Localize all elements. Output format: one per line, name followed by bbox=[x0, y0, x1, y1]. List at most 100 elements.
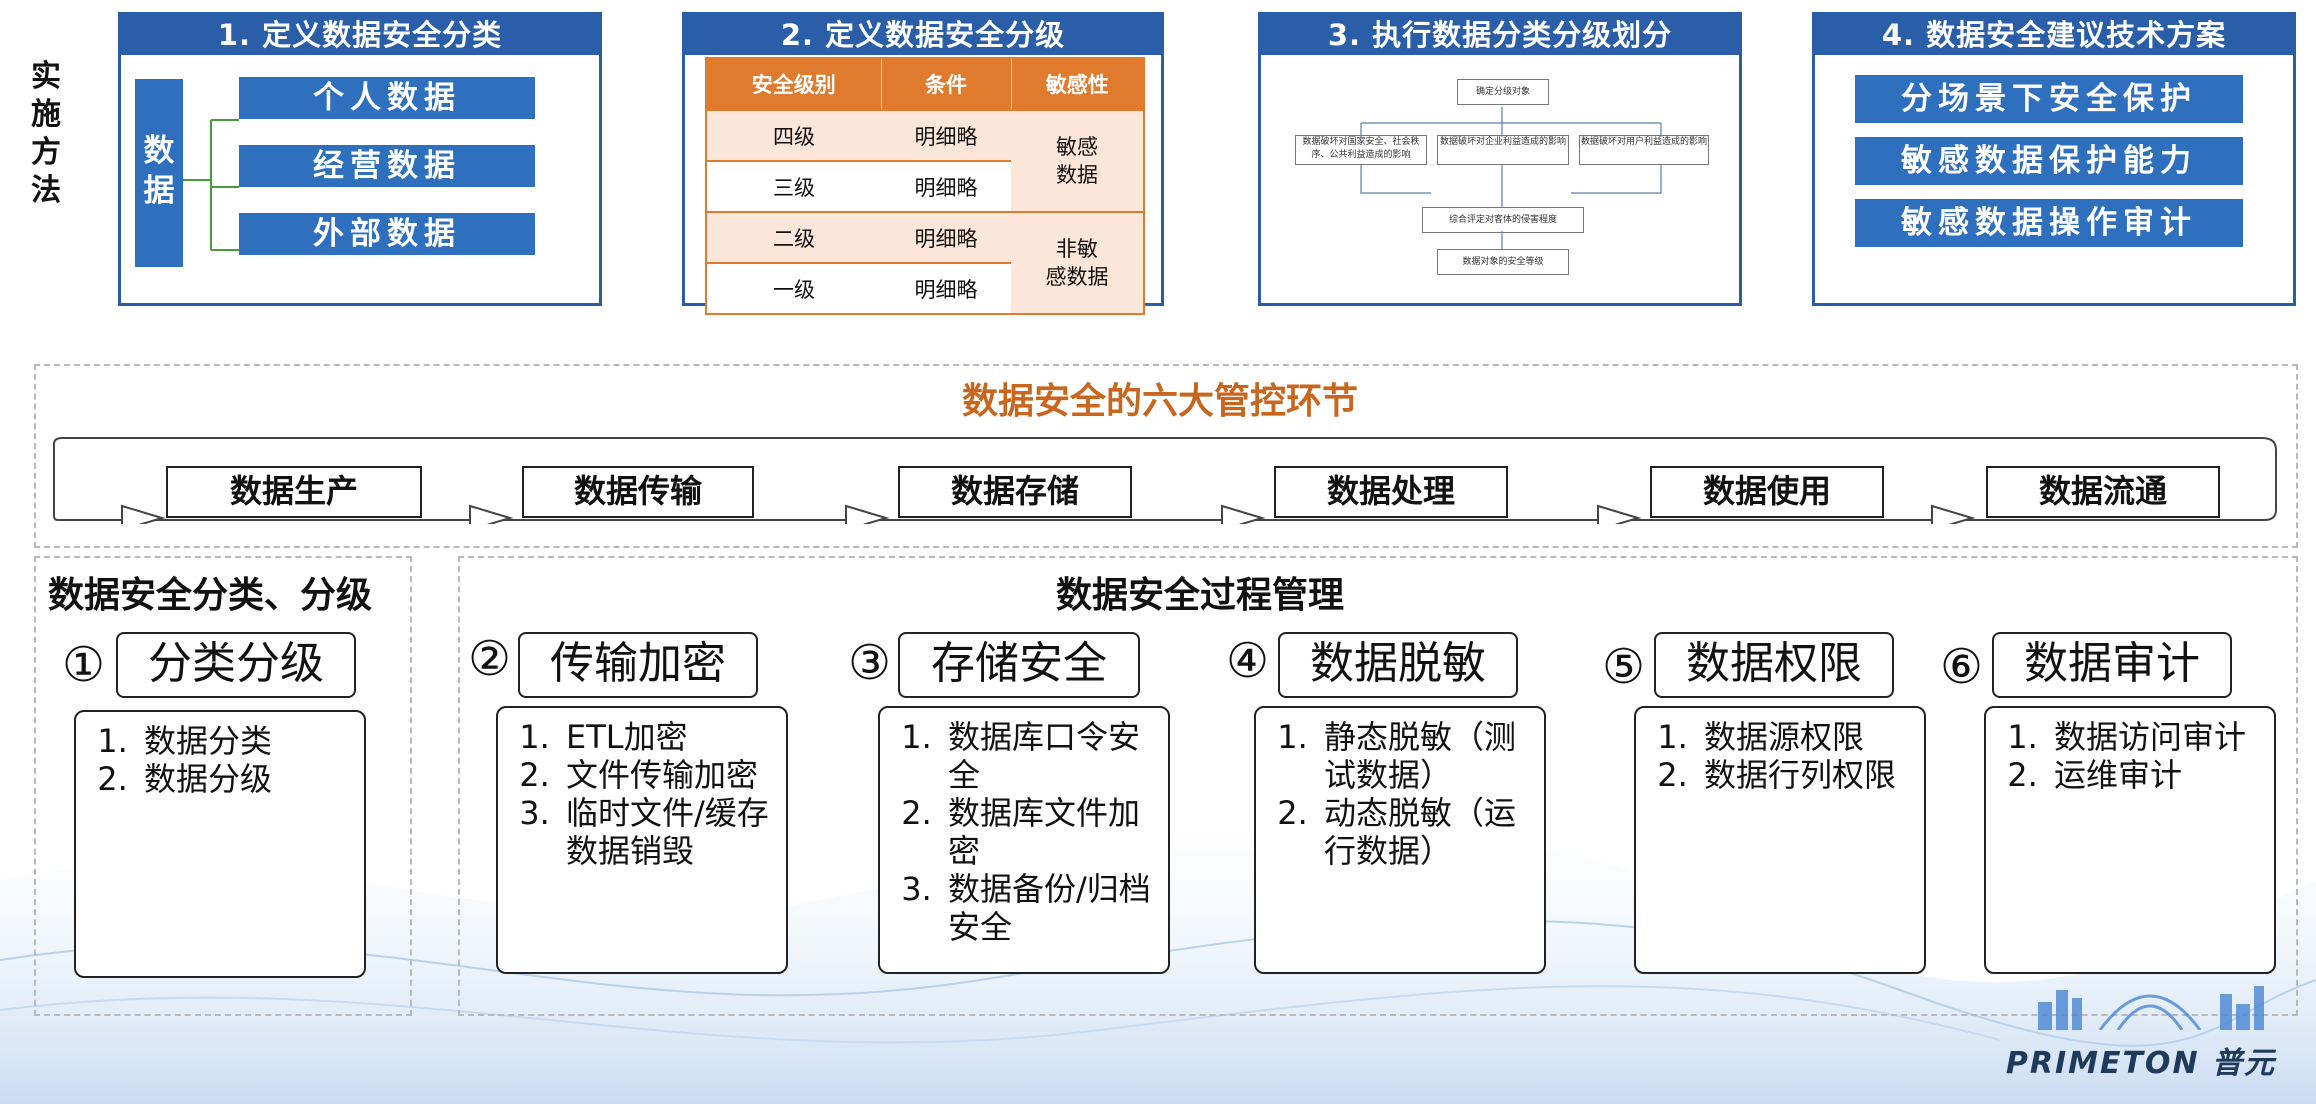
solution-item: 分场景下安全保护 bbox=[1855, 75, 2243, 123]
solution-item: 敏感数据操作审计 bbox=[1855, 199, 2243, 247]
side-label-char: 实 bbox=[31, 59, 61, 94]
level-cell: 一级 bbox=[706, 262, 881, 314]
process-card: 数据访问审计 运维审计 bbox=[1984, 706, 2276, 974]
panel-title: 2. 定义数据安全分级 bbox=[685, 15, 1161, 55]
grade-table: 安全级别 条件 敏感性 四级 明细略 敏感 数据 三级 明细略 二级 明细略 非… bbox=[705, 57, 1145, 315]
flow-node-enterprise: 数据破坏对企业利益造成的影响 bbox=[1437, 135, 1569, 165]
panel-tech-solution: 4. 数据安全建议技术方案 分场景下安全保护 敏感数据保护能力 敏感数据操作审计 bbox=[1812, 12, 2296, 306]
process-section-title: 数据安全过程管理 bbox=[1055, 575, 1344, 616]
category-personal-data: 个人数据 bbox=[239, 77, 535, 119]
grade-table-header: 安全级别 条件 敏感性 bbox=[706, 58, 1145, 110]
condition-cell: 明细略 bbox=[881, 262, 1011, 314]
step-number: ④ bbox=[1226, 633, 1270, 689]
process-label-transmission-encryption: 传输加密 bbox=[518, 632, 758, 698]
header-cell: 安全级别 bbox=[706, 58, 882, 110]
level-cell: 二级 bbox=[706, 211, 881, 263]
step-number: ⑥ bbox=[1940, 639, 1984, 695]
list-item: ETL加密 bbox=[560, 718, 770, 756]
flow-node-result: 数据对象的安全等级 bbox=[1437, 249, 1569, 275]
panel-title: 3. 执行数据分类分级划分 bbox=[1261, 15, 1739, 55]
panel-title: 4. 数据安全建议技术方案 bbox=[1815, 15, 2293, 55]
tree-connector-lines bbox=[183, 119, 239, 251]
classify-section-title: 数据安全分类、分级 bbox=[48, 575, 373, 616]
level-cell: 四级 bbox=[706, 109, 881, 161]
city-skyline-icon bbox=[2038, 986, 2264, 1030]
stage-transmission: 数据传输 bbox=[522, 466, 754, 518]
classify-list: 数据分类 数据分级 bbox=[94, 722, 348, 798]
process-card: 静态脱敏（测试数据） 动态脱敏（运行数据） bbox=[1254, 706, 1546, 974]
list-item: 数据库文件加密 bbox=[942, 794, 1152, 870]
table-row: 一级 明细略 bbox=[706, 262, 1144, 314]
panel-title: 1. 定义数据安全分类 bbox=[121, 15, 599, 55]
method-side-label: 实 施 方 法 bbox=[26, 58, 66, 210]
list-item: 数据行列权限 bbox=[1698, 756, 1908, 794]
process-label-permissions: 数据权限 bbox=[1654, 632, 1894, 698]
category-external-data: 外部数据 bbox=[239, 213, 535, 255]
step-number: ⑤ bbox=[1602, 639, 1646, 695]
process-list: 数据库口令安全 数据库文件加密 数据备份/归档安全 bbox=[898, 718, 1152, 946]
classify-label: 分类分级 bbox=[116, 632, 356, 698]
panel-classification: 1. 定义数据安全分类 数 据 个人数据 经营数据 外部数据 bbox=[118, 12, 602, 306]
classification-root: 数 据 bbox=[135, 79, 183, 267]
list-item: 文件传输加密 bbox=[560, 756, 770, 794]
header-cell: 敏感性 bbox=[1011, 58, 1145, 110]
process-card: 数据库口令安全 数据库文件加密 数据备份/归档安全 bbox=[878, 706, 1170, 974]
stage-usage: 数据使用 bbox=[1650, 466, 1884, 518]
stage-circulation: 数据流通 bbox=[1986, 466, 2220, 518]
condition-cell: 明细略 bbox=[881, 109, 1011, 161]
condition-cell: 明细略 bbox=[881, 160, 1011, 212]
condition-cell: 明细略 bbox=[881, 211, 1011, 263]
flow-node-user: 数据破坏对用户利益造成的影响 bbox=[1579, 135, 1709, 165]
six-stages-title: 数据安全的六大管控环节 bbox=[961, 381, 1358, 422]
table-row: 四级 明细略 敏感 数据 bbox=[706, 109, 1144, 212]
panel-grading: 2. 定义数据安全分级 安全级别 条件 敏感性 四级 明细略 敏感 数据 三级 … bbox=[682, 12, 1164, 315]
sensitivity-cell: 敏感 数据 bbox=[1011, 109, 1144, 212]
stage-processing: 数据处理 bbox=[1274, 466, 1508, 518]
list-item: 数据库口令安全 bbox=[942, 718, 1152, 794]
process-card: 数据源权限 数据行列权限 bbox=[1634, 706, 1926, 974]
step-number: ③ bbox=[848, 635, 892, 691]
side-label-char: 方 bbox=[31, 135, 61, 170]
list-item: 数据分类 bbox=[138, 722, 348, 760]
solution-item: 敏感数据保护能力 bbox=[1855, 137, 2243, 185]
process-list: 数据源权限 数据行列权限 bbox=[1654, 718, 1908, 794]
side-label-char: 施 bbox=[31, 97, 61, 132]
category-business-data: 经营数据 bbox=[239, 145, 535, 187]
process-card: ETL加密 文件传输加密 临时文件/缓存数据销毁 bbox=[496, 706, 788, 974]
list-item: 动态脱敏（运行数据） bbox=[1318, 794, 1528, 870]
classify-section bbox=[34, 556, 412, 1016]
list-item: 数据分级 bbox=[138, 760, 348, 798]
process-list: 静态脱敏（测试数据） 动态脱敏（运行数据） bbox=[1274, 718, 1528, 870]
process-label-audit: 数据审计 bbox=[1992, 632, 2232, 698]
stage-production: 数据生产 bbox=[166, 466, 422, 518]
table-row: 三级 明细略 bbox=[706, 160, 1144, 212]
flowchart-connectors bbox=[1360, 107, 1662, 249]
list-item: 静态脱敏（测试数据） bbox=[1318, 718, 1528, 794]
flow-node-start: 确定分级对象 bbox=[1457, 79, 1549, 105]
list-item: 运维审计 bbox=[2048, 756, 2258, 794]
classify-card: 数据分类 数据分级 bbox=[74, 710, 366, 978]
step-number: ② bbox=[468, 631, 512, 687]
process-list: 数据访问审计 运维审计 bbox=[2004, 718, 2258, 794]
step-number: ① bbox=[62, 637, 106, 693]
flow-node-evaluate: 综合评定对客体的侵害程度 bbox=[1422, 207, 1584, 233]
process-section bbox=[458, 556, 2298, 1016]
six-stages-section bbox=[34, 364, 2298, 548]
process-list: ETL加密 文件传输加密 临时文件/缓存数据销毁 bbox=[516, 718, 770, 870]
list-item: 临时文件/缓存数据销毁 bbox=[560, 794, 770, 870]
process-label-storage-security: 存储安全 bbox=[898, 632, 1140, 698]
table-row: 二级 明细略 非敏 感数据 bbox=[706, 211, 1144, 314]
side-label-char: 法 bbox=[31, 173, 61, 208]
process-label-masking: 数据脱敏 bbox=[1278, 632, 1518, 698]
list-item: 数据源权限 bbox=[1698, 718, 1908, 756]
list-item: 数据备份/归档安全 bbox=[942, 870, 1152, 946]
brand-logo: PRIMETON 普元 bbox=[2005, 1046, 2276, 1081]
header-cell: 条件 bbox=[881, 58, 1012, 110]
panel-execution: 3. 执行数据分类分级划分 确定分级对象 数据破坏对国家安全、社会秩序、公共利益… bbox=[1258, 12, 1742, 306]
sensitivity-cell: 非敏 感数据 bbox=[1011, 211, 1144, 314]
stage-flow-track bbox=[53, 437, 2277, 524]
level-cell: 三级 bbox=[706, 160, 881, 212]
flow-node-national: 数据破坏对国家安全、社会秩序、公共利益造成的影响 bbox=[1295, 135, 1427, 165]
stage-storage: 数据存储 bbox=[898, 466, 1132, 518]
list-item: 数据访问审计 bbox=[2048, 718, 2258, 756]
